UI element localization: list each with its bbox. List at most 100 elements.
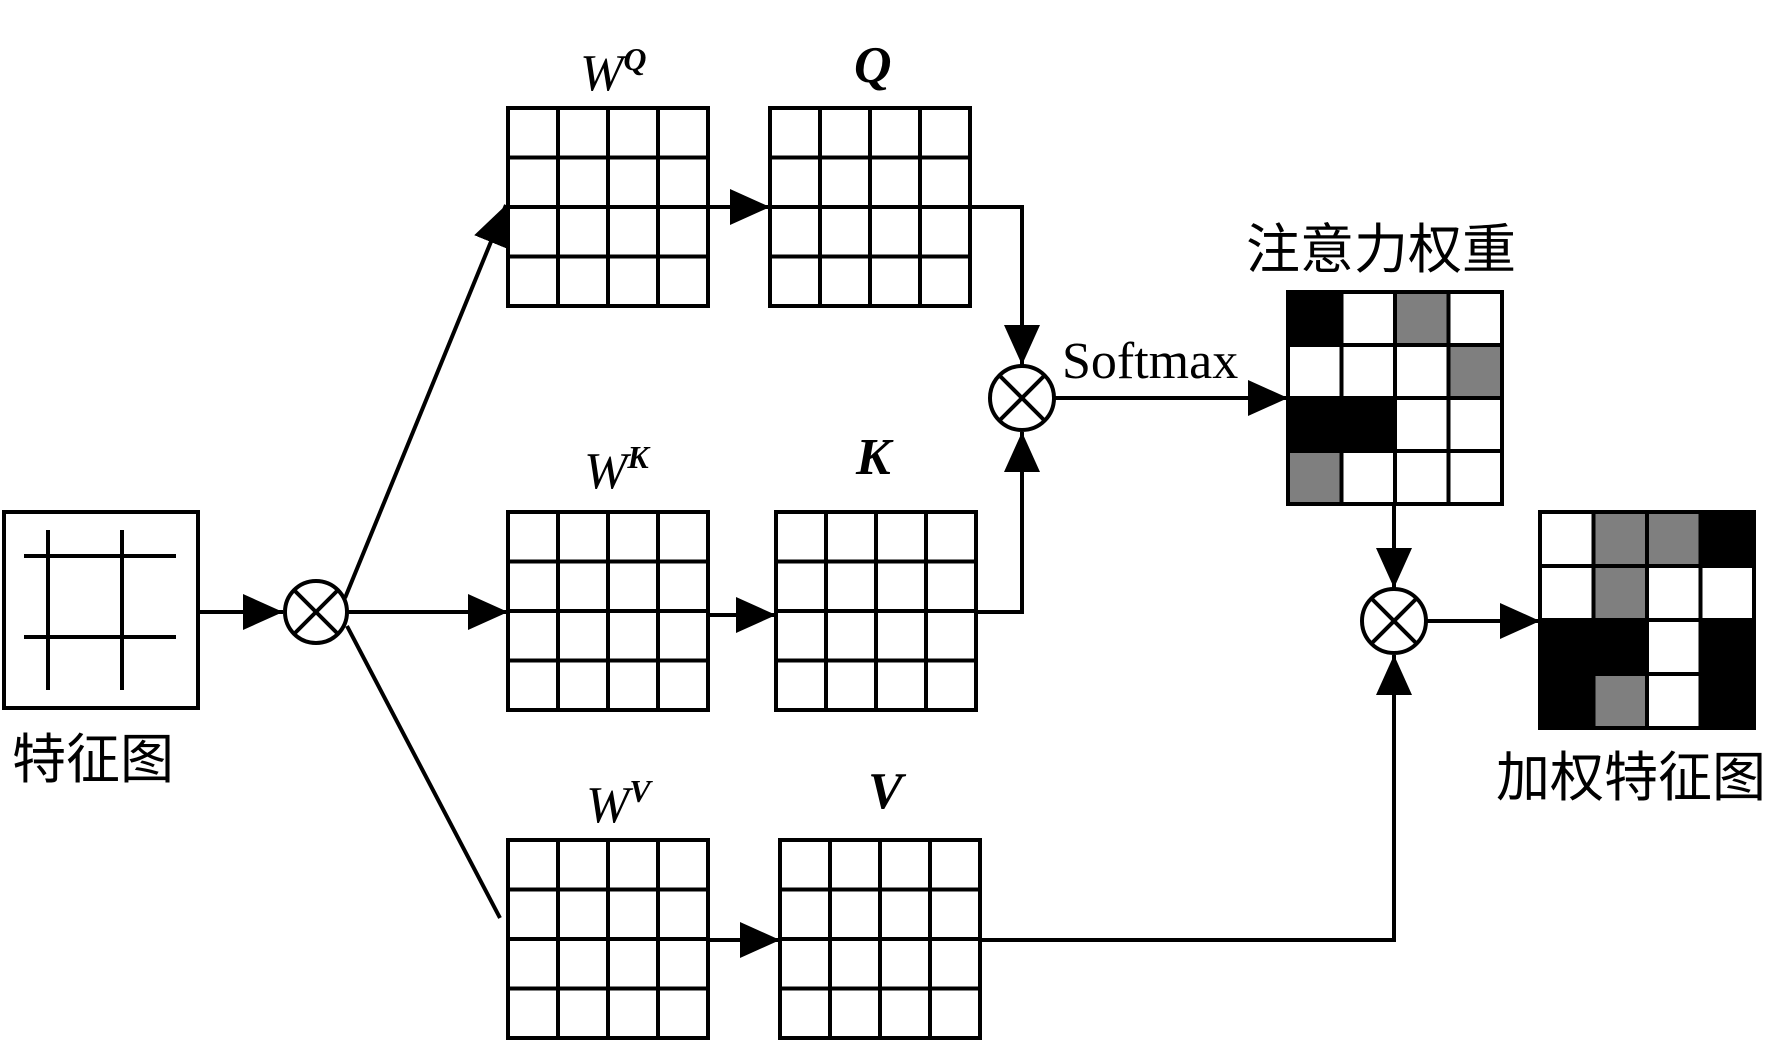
matrix-cell — [556, 986, 610, 1040]
matrix-cell — [656, 106, 710, 160]
wk-label-sup: K — [626, 439, 651, 475]
matrix-cell — [556, 609, 610, 663]
arrow-q-to-multiply — [970, 205, 1040, 365]
matrix-cell — [656, 205, 710, 259]
matrix-cell — [656, 559, 710, 613]
matrix-cell — [1446, 290, 1504, 347]
matrix-cell — [828, 838, 882, 892]
matrix-cell — [1698, 672, 1756, 730]
matrix-cell — [1393, 290, 1451, 347]
matrix-cell — [1393, 396, 1451, 453]
matrix-cell — [928, 887, 982, 941]
matrix-cell — [874, 658, 928, 712]
matrix-cell — [928, 986, 982, 1040]
matrix-cell — [506, 106, 560, 160]
matrix-cell — [774, 658, 828, 712]
matrix-cell — [1339, 290, 1397, 347]
matrix-cell — [606, 205, 660, 259]
matrix-cell — [656, 155, 710, 209]
matrix-cell — [506, 609, 560, 663]
matrix-cell — [818, 254, 872, 308]
matrix-cell — [556, 887, 610, 941]
matrix-cell — [768, 106, 822, 160]
matrix-cell — [924, 658, 978, 712]
matrix-cell — [778, 986, 832, 1040]
matrix-cell — [868, 155, 922, 209]
matrix-cell — [606, 658, 660, 712]
wq-label: WQ — [580, 41, 646, 102]
matrix-cell — [1645, 564, 1703, 622]
matrix-cell — [606, 838, 660, 892]
matrix-cell — [606, 254, 660, 308]
matrix-cell — [656, 887, 710, 941]
matrix-cell — [824, 559, 878, 613]
matrix-cell — [774, 609, 828, 663]
matrix-cell — [506, 986, 560, 1040]
matrix-cell — [1645, 672, 1703, 730]
matrix-cell — [656, 510, 710, 564]
wk-label-base: W — [584, 443, 632, 500]
matrix-cell — [778, 838, 832, 892]
matrix-cell — [1591, 618, 1649, 676]
matrix-cell — [556, 937, 610, 991]
matrix-cell — [656, 609, 710, 663]
matrix-cell — [556, 155, 610, 209]
matrix-cell — [656, 937, 710, 991]
matrix-cell — [878, 838, 932, 892]
matrix-cell — [1591, 564, 1649, 622]
matrix-cell — [868, 254, 922, 308]
matrix-cell — [1339, 396, 1397, 453]
feature-map-label: 特征图 — [12, 728, 174, 791]
wk-matrix — [506, 510, 710, 712]
wv-label-base: W — [586, 777, 634, 834]
matrix-cell — [1339, 343, 1397, 400]
matrix-cell — [606, 937, 660, 991]
matrix-cell — [656, 838, 710, 892]
matrix-cell — [868, 205, 922, 259]
matrix-cell — [924, 510, 978, 564]
wk-label: WK — [584, 439, 651, 500]
arrow-to-wq — [343, 204, 508, 599]
matrix-cell — [918, 254, 972, 308]
matrix-cell — [828, 887, 882, 941]
matrix-cell — [506, 254, 560, 308]
matrix-cell — [1591, 672, 1649, 730]
matrix-cell — [556, 254, 610, 308]
line-to-wv — [345, 625, 502, 919]
matrix-cell — [1339, 449, 1397, 506]
matrix-cell — [874, 609, 928, 663]
matrix-cell — [774, 510, 828, 564]
matrix-cell — [918, 155, 972, 209]
wq-matrix — [506, 106, 710, 308]
matrix-cell — [1591, 510, 1649, 568]
matrix-cell — [818, 205, 872, 259]
wv-label: WV — [586, 773, 653, 834]
matrix-cell — [606, 510, 660, 564]
multiply-operator-output — [1360, 587, 1428, 655]
matrix-cell — [1393, 343, 1451, 400]
matrix-cell — [1698, 564, 1756, 622]
matrix-cell — [768, 155, 822, 209]
k-matrix — [774, 510, 978, 712]
matrix-cell — [606, 887, 660, 941]
matrix-cell — [1286, 396, 1344, 453]
feature-map-box — [2, 510, 200, 710]
matrix-cell — [878, 986, 932, 1040]
matrix-cell — [1538, 510, 1596, 568]
k-label: K — [855, 429, 894, 486]
matrix-cell — [774, 559, 828, 613]
weighted-feature-matrix — [1538, 510, 1756, 730]
matrix-cell — [828, 986, 882, 1040]
matrix-cell — [506, 658, 560, 712]
matrix-cell — [918, 205, 972, 259]
matrix-cell — [606, 106, 660, 160]
matrix-cell — [556, 106, 610, 160]
matrix-cell — [1446, 343, 1504, 400]
matrix-cell — [556, 658, 610, 712]
v-matrix — [778, 838, 982, 1040]
q-matrix — [768, 106, 972, 308]
matrix-cell — [928, 937, 982, 991]
matrix-cell — [506, 937, 560, 991]
matrix-cell — [1393, 449, 1451, 506]
matrix-cell — [768, 205, 822, 259]
